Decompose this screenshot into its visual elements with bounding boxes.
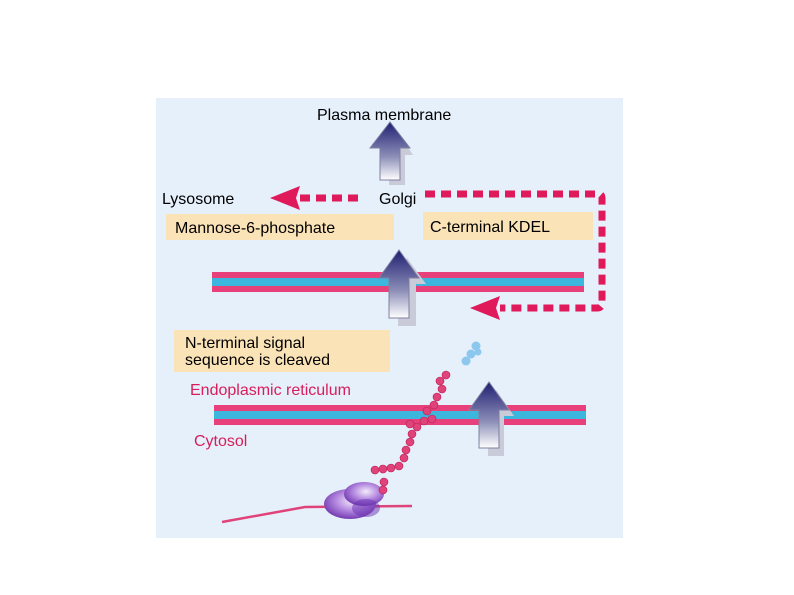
up-arrow-icon bbox=[378, 249, 426, 326]
up-arrow-icon bbox=[368, 121, 413, 185]
er-label: Endoplasmic reticulum bbox=[190, 382, 351, 399]
golgi-label: Golgi bbox=[379, 191, 416, 208]
mannose-label: Mannose-6-phosphate bbox=[175, 220, 335, 237]
ribosome-icon bbox=[324, 482, 384, 519]
peptide-chain-icon bbox=[370, 370, 451, 495]
mannose-label-box bbox=[166, 214, 394, 240]
dashed-arrow-icon bbox=[270, 186, 358, 210]
er-membrane bbox=[214, 405, 586, 425]
kdel-label-box bbox=[423, 212, 593, 240]
signal-peptide bbox=[461, 341, 482, 366]
cytosol-label: Cytosol bbox=[194, 433, 247, 450]
plasma-membrane-label: Plasma membrane bbox=[317, 107, 451, 124]
signal-label-line2: sequence is cleaved bbox=[185, 352, 330, 369]
signal-label-box bbox=[174, 330, 390, 372]
lysosome-label: Lysosome bbox=[162, 191, 234, 208]
kdel-label: C-terminal KDEL bbox=[430, 219, 550, 236]
dashed-arrow-icon bbox=[425, 190, 606, 320]
signal-label-line1: N-terminal signal bbox=[185, 335, 305, 352]
up-arrow-icon bbox=[468, 381, 514, 456]
